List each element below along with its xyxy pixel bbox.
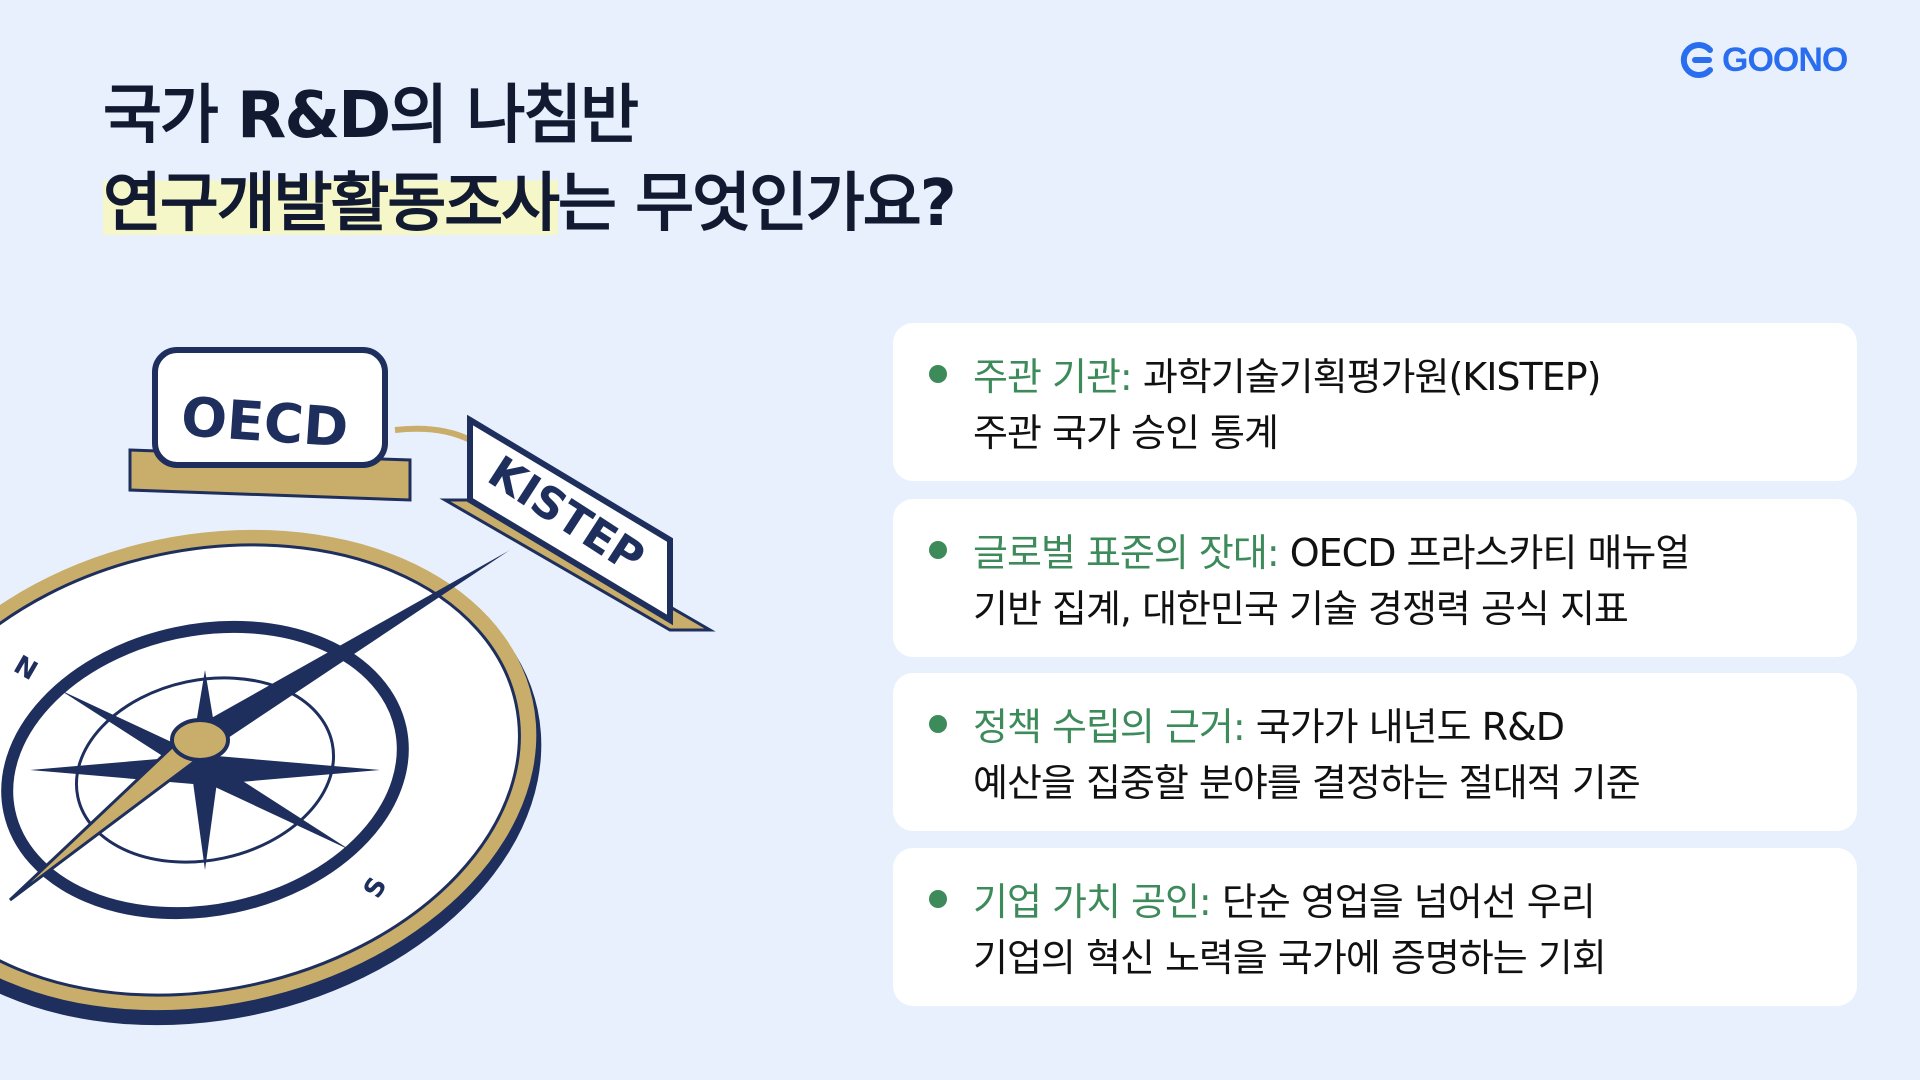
card-text-2: 예산을 집중할 분야를 결정하는 절대적 기준 xyxy=(973,761,1641,805)
bullet-icon xyxy=(929,365,947,383)
logo-text: GOONO xyxy=(1722,40,1848,79)
compass-illustration: N S OECD KISTEP xyxy=(0,347,716,1026)
info-card-standard: 글로벌 표준의 잣대: OECD 프라스카티 매뉴얼 기반 집계, 대한민국 기… xyxy=(893,499,1857,657)
card-text-2: 주관 국가 승인 통계 xyxy=(973,411,1279,455)
card-text: OECD 프라스카티 매뉴얼 xyxy=(1278,531,1691,575)
info-card-policy: 정책 수립의 근거: 국가가 내년도 R&D 예산을 집중할 분야를 결정하는 … xyxy=(893,673,1857,831)
card-text-2: 기업의 혁신 노력을 국가에 증명하는 기회 xyxy=(973,936,1607,980)
kistep-sign: KISTEP xyxy=(439,414,716,632)
goono-logo: GOONO xyxy=(1678,40,1848,80)
bullet-icon xyxy=(929,541,947,559)
title-line2: 연구개발활동조사는 무엇인가요? xyxy=(103,160,957,248)
compass: N S xyxy=(0,529,542,1026)
card-text: 과학기술기획평가원(KISTEP) xyxy=(1131,355,1602,399)
card-text-2: 기반 집계, 대한민국 기술 경쟁력 공식 지표 xyxy=(973,587,1629,631)
card-label: 기업 가치 공인: xyxy=(973,880,1212,924)
info-card-agency: 주관 기관: 과학기술기획평가원(KISTEP) 주관 국가 승인 통계 xyxy=(893,323,1857,481)
title-line1: 국가 R&D의 나침반 xyxy=(103,79,639,153)
bullet-icon xyxy=(929,890,947,908)
card-label: 글로벌 표준의 잣대: xyxy=(973,531,1280,575)
info-card-value: 기업 가치 공인: 단순 영업을 넘어선 우리 기업의 혁신 노력을 국가에 증… xyxy=(893,848,1857,1006)
page-title: 국가 R&D의 나침반 연구개발활동조사는 무엇인가요? xyxy=(103,72,957,248)
card-label: 주관 기관: xyxy=(973,355,1133,399)
oecd-sign: OECD xyxy=(128,347,412,502)
title-highlight: 연구개발활동조사 xyxy=(103,167,560,241)
card-text: 단순 영업을 넘어선 우리 xyxy=(1210,880,1596,924)
card-label: 정책 수립의 근거: xyxy=(973,705,1246,749)
sign-oecd-text: OECD xyxy=(179,385,350,460)
goono-logo-icon xyxy=(1680,42,1713,78)
bullet-icon xyxy=(929,715,947,733)
card-text: 국가가 내년도 R&D xyxy=(1244,705,1565,749)
title-rest: 는 무엇인가요? xyxy=(558,167,957,241)
